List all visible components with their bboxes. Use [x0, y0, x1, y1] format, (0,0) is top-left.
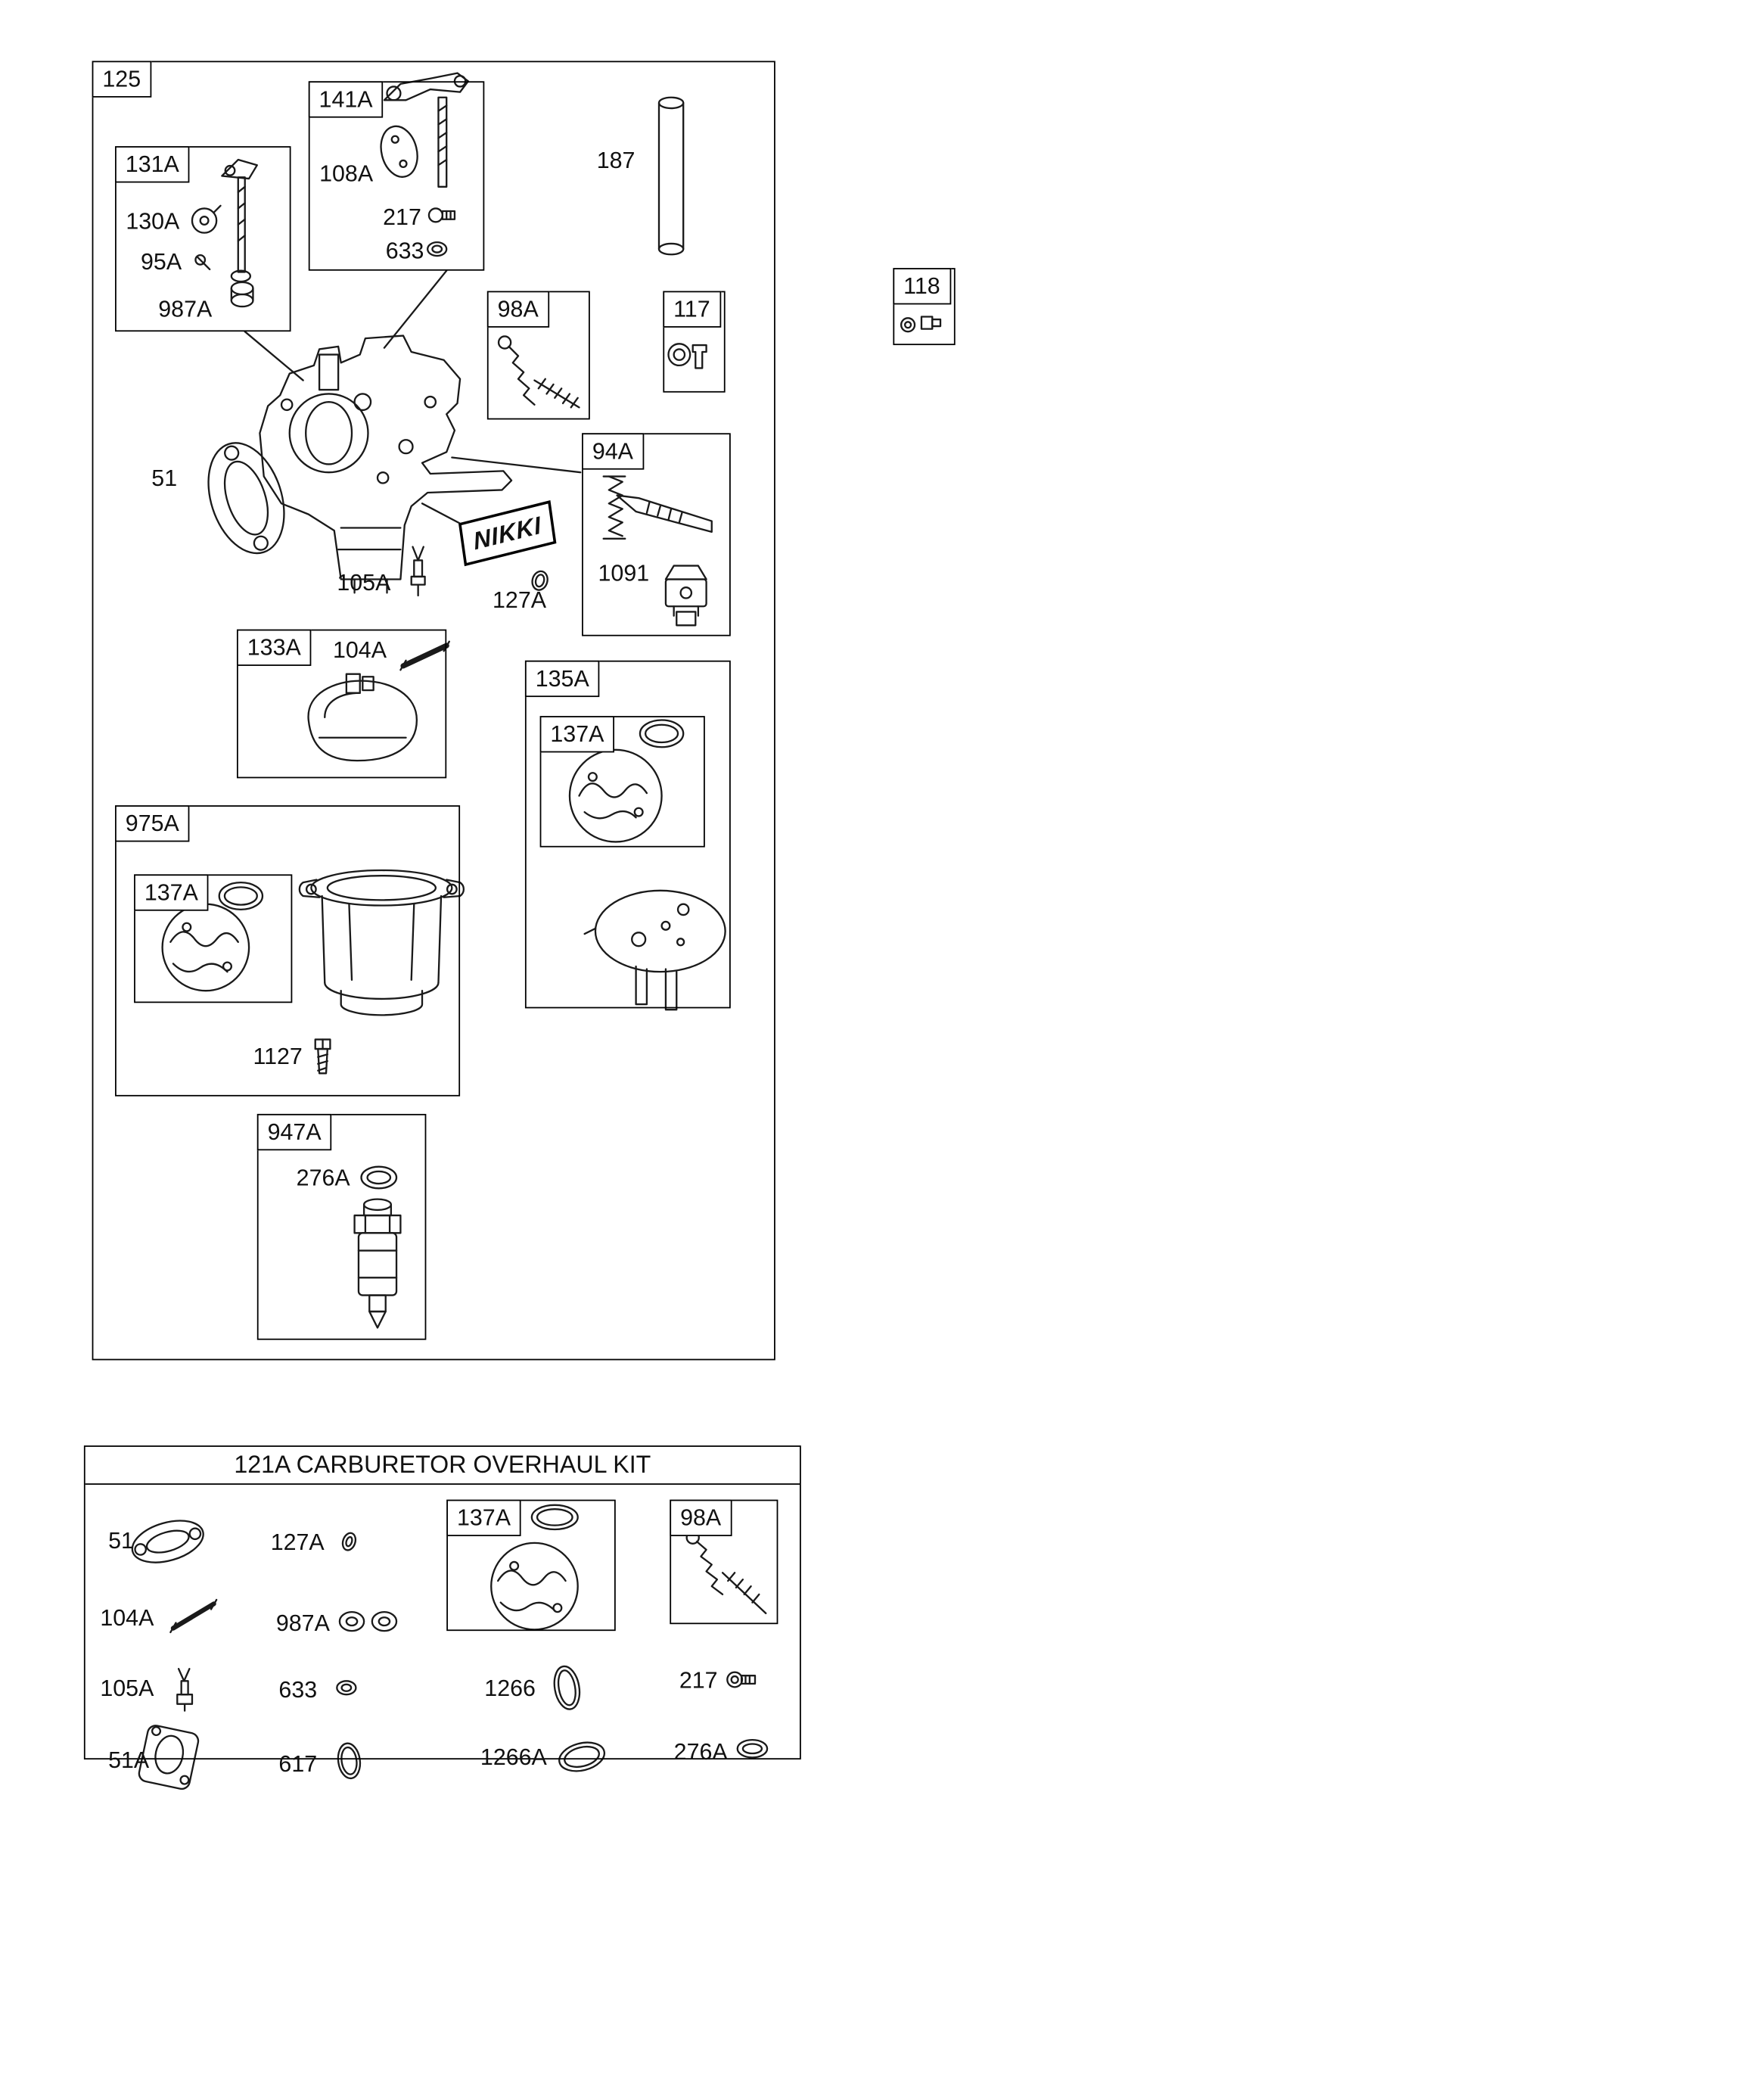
part-label-105A: 105A [337, 569, 391, 596]
group-box-125: 125 [92, 60, 775, 1361]
kit-label-617: 617 [278, 1751, 318, 1778]
group-label-98A: 98A [486, 290, 550, 328]
group-box-135A-137A: 137A [539, 715, 705, 848]
kit-group-box-137A: 137A [446, 1499, 616, 1632]
group-box-117: 117 [662, 290, 726, 393]
part-label-187: 187 [596, 147, 636, 173]
group-label-947A: 947A [256, 1113, 332, 1150]
part-label-217: 217 [383, 204, 421, 231]
kit-label-51A: 51A [108, 1747, 150, 1773]
kit-label-1266: 1266 [484, 1675, 536, 1702]
group-label-133A: 133A [236, 629, 312, 666]
part-label-987A: 987A [158, 296, 213, 322]
group-box-131A: 131A [114, 145, 291, 332]
group-box-975A: 975A 137A [114, 804, 461, 1097]
kit-label-104A: 104A [100, 1605, 154, 1632]
group-label-131A: 131A [114, 145, 191, 182]
group-box-98A: 98A [486, 290, 590, 420]
group-label-975A-137A: 137A [133, 873, 210, 911]
kit-group-box-98A: 98A [669, 1499, 778, 1625]
group-label-135A-137A: 137A [539, 715, 615, 752]
group-box-141A: 141A [308, 80, 485, 271]
kit-label-1266A: 1266A [480, 1744, 547, 1771]
part-label-1127: 1127 [253, 1043, 303, 1069]
overhaul-kit-box: 121A CARBURETOR OVERHAUL KIT [83, 1445, 801, 1760]
group-box-135A: 135A 137A [524, 660, 731, 1009]
part-label-127A: 127A [493, 587, 547, 614]
kit-label-987A: 987A [275, 1610, 330, 1637]
part-label-276A: 276A [296, 1165, 350, 1191]
group-box-947A: 947A [256, 1113, 427, 1340]
group-label-141A: 141A [308, 80, 384, 118]
kit-label-105A: 105A [100, 1675, 154, 1702]
kit-label-633: 633 [278, 1676, 318, 1703]
group-box-975A-137A: 137A [133, 873, 293, 1003]
part-label-51: 51 [151, 465, 178, 492]
kit-group-label-137A: 137A [446, 1499, 522, 1536]
part-label-95A: 95A [141, 249, 182, 275]
kit-label-127A: 127A [270, 1529, 325, 1555]
part-label-104A: 104A [332, 637, 387, 664]
group-box-133A: 133A [236, 629, 447, 779]
group-label-125: 125 [92, 60, 152, 98]
group-label-117: 117 [662, 290, 721, 328]
kit-group-label-98A: 98A [669, 1499, 732, 1536]
group-label-975A: 975A [114, 804, 191, 842]
part-label-1091: 1091 [598, 560, 650, 586]
group-label-135A: 135A [524, 660, 601, 697]
kit-label-51: 51 [108, 1528, 134, 1554]
overhaul-kit-title: 121A CARBURETOR OVERHAUL KIT [85, 1447, 800, 1485]
group-box-94A: 94A [581, 432, 731, 636]
group-label-118: 118 [892, 267, 951, 304]
part-label-633: 633 [385, 238, 424, 264]
group-label-94A: 94A [581, 432, 645, 470]
kit-label-276A: 276A [673, 1739, 728, 1766]
kit-label-217: 217 [679, 1667, 718, 1694]
part-label-130A: 130A [126, 208, 180, 235]
group-box-118: 118 [892, 267, 956, 346]
part-label-108A: 108A [319, 160, 374, 187]
